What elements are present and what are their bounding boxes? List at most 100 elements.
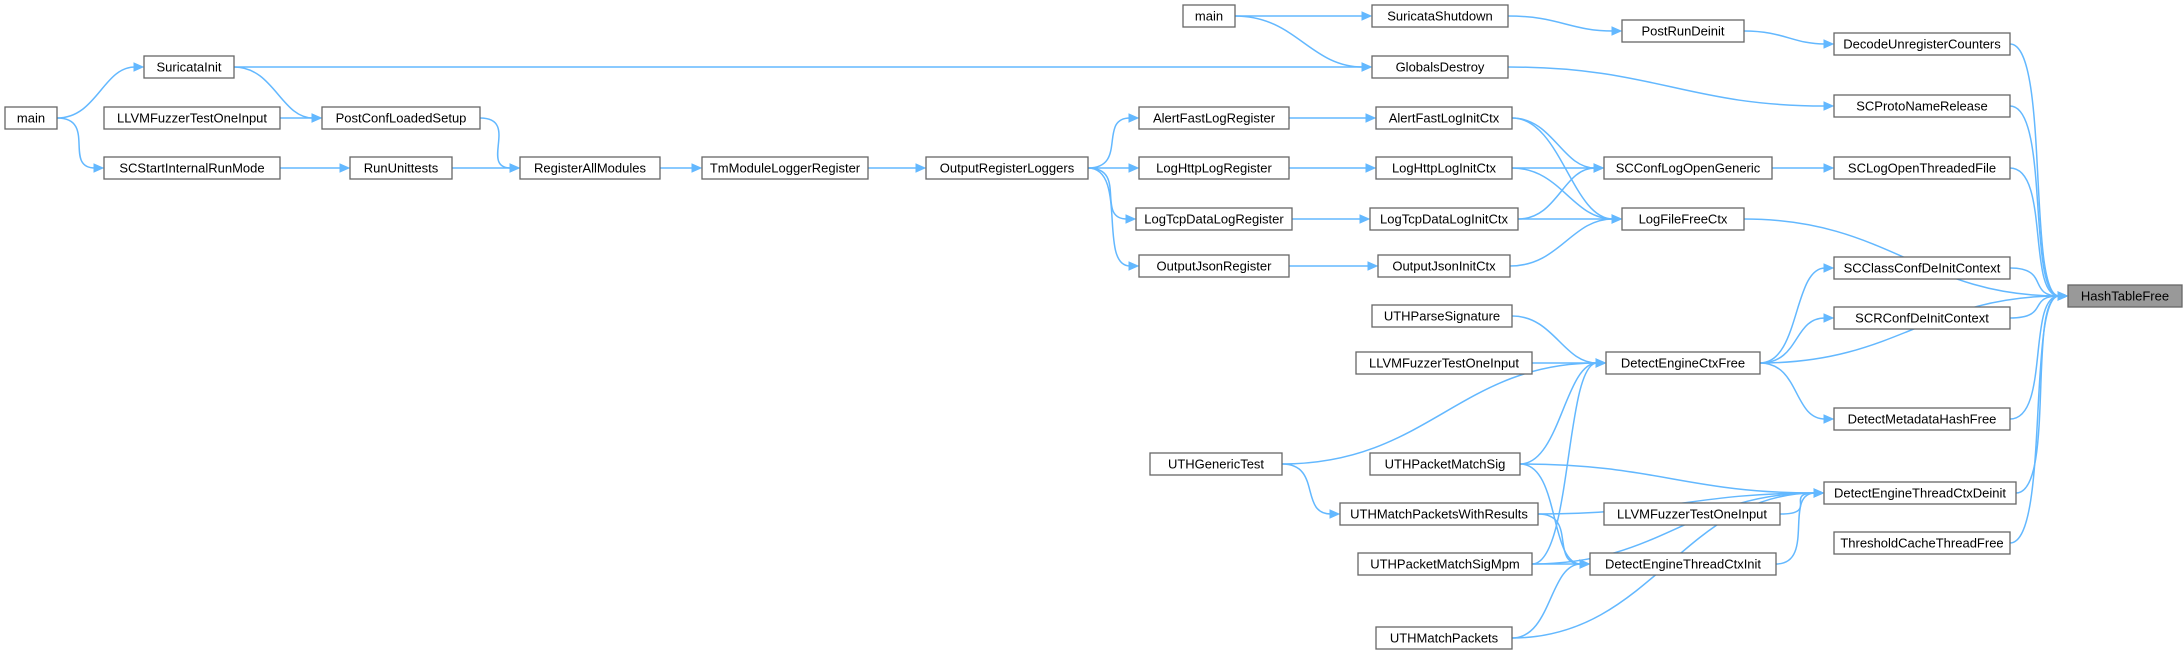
node-label: PostRunDeinit: [1641, 23, 1724, 38]
node-label: LogHttpLogInitCtx: [1392, 160, 1497, 175]
node-log-http-log-register[interactable]: LogHttpLogRegister: [1138, 156, 1290, 180]
node-box[interactable]: [1375, 626, 1513, 650]
node-box[interactable]: [1138, 254, 1290, 278]
node-box[interactable]: [349, 156, 453, 180]
node-label: UTHParseSignature: [1384, 308, 1500, 323]
node-label: LogTcpDataLogInitCtx: [1380, 211, 1508, 226]
node-run-unittests[interactable]: RunUnittests: [349, 156, 453, 180]
node-box[interactable]: [103, 156, 281, 180]
node-box[interactable]: [1182, 4, 1236, 28]
node-box[interactable]: [1369, 452, 1521, 476]
edge-log-http-log-init-ctx-to-log-file-free-ctx: [1511, 167, 1614, 220]
node-box[interactable]: [2067, 284, 2183, 308]
edge-output-register-loggers-to-alert-fast-log-register: [1087, 117, 1131, 169]
node-uthmatch-packets-with-results[interactable]: UTHMatchPacketsWithResults: [1339, 502, 1539, 526]
node-llvmfuzzer-test-one-input[interactable]: LLVMFuzzerTestOneInput: [1603, 502, 1781, 526]
node-detect-engine-thread-ctx-init[interactable]: DetectEngineThreadCtxInit: [1589, 552, 1777, 576]
node-output-json-register[interactable]: OutputJsonRegister: [1138, 254, 1290, 278]
node-box[interactable]: [1833, 256, 2011, 280]
node-llvmfuzzer-test-one-input[interactable]: LLVMFuzzerTestOneInput: [1355, 351, 1533, 375]
node-box[interactable]: [1149, 452, 1283, 476]
node-scstart-internal-run-mode[interactable]: SCStartInternalRunMode: [103, 156, 281, 180]
node-scproto-name-release[interactable]: SCProtoNameRelease: [1833, 94, 2011, 118]
node-threshold-cache-thread-free[interactable]: ThresholdCacheThreadFree: [1833, 531, 2011, 555]
node-llvmfuzzer-test-one-input[interactable]: LLVMFuzzerTestOneInput: [103, 106, 281, 130]
node-output-json-init-ctx[interactable]: OutputJsonInitCtx: [1377, 254, 1511, 278]
node-hash-table-free[interactable]: HashTableFree: [2067, 284, 2183, 308]
node-main[interactable]: main: [4, 106, 58, 130]
node-box[interactable]: [1355, 351, 1533, 375]
node-alert-fast-log-init-ctx[interactable]: AlertFastLogInitCtx: [1375, 106, 1513, 130]
node-scclass-conf-de-init-context[interactable]: SCClassConfDeInitContext: [1833, 256, 2011, 280]
edge-alert-fast-log-init-ctx-to-log-file-free-ctx: [1511, 117, 1614, 220]
edge-arrowhead: [915, 163, 927, 173]
node-box[interactable]: [1375, 156, 1513, 180]
node-label: SCConfLogOpenGeneric: [1616, 160, 1761, 175]
node-post-run-deinit[interactable]: PostRunDeinit: [1621, 19, 1745, 43]
node-register-all-modules[interactable]: RegisterAllModules: [519, 156, 661, 180]
node-box[interactable]: [1377, 254, 1511, 278]
node-globals-destroy[interactable]: GlobalsDestroy: [1371, 55, 1509, 79]
node-box[interactable]: [103, 106, 281, 130]
node-label: SuricataInit: [156, 59, 221, 74]
node-log-http-log-init-ctx[interactable]: LogHttpLogInitCtx: [1375, 156, 1513, 180]
node-label: AlertFastLogInitCtx: [1389, 110, 1500, 125]
edge-arrowhead: [1823, 414, 1835, 424]
node-box[interactable]: [321, 106, 481, 130]
node-suricata-shutdown[interactable]: SuricataShutdown: [1371, 4, 1509, 28]
node-scconf-log-open-generic[interactable]: SCConfLogOpenGeneric: [1603, 156, 1773, 180]
node-uthpacket-match-sig[interactable]: UTHPacketMatchSig: [1369, 452, 1521, 476]
node-detect-metadata-hash-free[interactable]: DetectMetadataHashFree: [1833, 407, 2011, 431]
node-box[interactable]: [1371, 304, 1513, 328]
node-box[interactable]: [519, 156, 661, 180]
node-box[interactable]: [1371, 4, 1509, 28]
node-scrconf-de-init-context[interactable]: SCRConfDeInitContext: [1833, 306, 2011, 330]
node-uthmatch-packets[interactable]: UTHMatchPackets: [1375, 626, 1513, 650]
node-box[interactable]: [1375, 106, 1513, 130]
node-box[interactable]: [1833, 531, 2011, 555]
node-box[interactable]: [1621, 207, 1745, 231]
node-box[interactable]: [1138, 156, 1290, 180]
node-output-register-loggers[interactable]: OutputRegisterLoggers: [925, 156, 1089, 180]
node-box[interactable]: [1369, 207, 1519, 231]
node-box[interactable]: [1603, 502, 1781, 526]
node-box[interactable]: [1371, 55, 1509, 79]
node-box[interactable]: [1357, 552, 1533, 576]
node-uthgeneric-test[interactable]: UTHGenericTest: [1149, 452, 1283, 476]
node-alert-fast-log-register[interactable]: AlertFastLogRegister: [1138, 106, 1290, 130]
node-detect-engine-ctx-free[interactable]: DetectEngineCtxFree: [1605, 351, 1761, 375]
node-box[interactable]: [1833, 407, 2011, 431]
node-box[interactable]: [1823, 481, 2017, 505]
node-main[interactable]: main: [1182, 4, 1236, 28]
node-sclog-open-threaded-file[interactable]: SCLogOpenThreadedFile: [1833, 156, 2011, 180]
node-box[interactable]: [1605, 351, 1761, 375]
node-box[interactable]: [1138, 106, 1290, 130]
node-uthparse-signature[interactable]: UTHParseSignature: [1371, 304, 1513, 328]
node-label: GlobalsDestroy: [1396, 59, 1485, 74]
node-box[interactable]: [1135, 207, 1293, 231]
edge-detect-engine-ctx-free-to-scrconf-de-init-context: [1759, 317, 1826, 364]
node-log-tcp-data-log-init-ctx[interactable]: LogTcpDataLogInitCtx: [1369, 207, 1519, 231]
node-box[interactable]: [1589, 552, 1777, 576]
node-box[interactable]: [1621, 19, 1745, 43]
node-box[interactable]: [1603, 156, 1773, 180]
node-post-conf-loaded-setup[interactable]: PostConfLoadedSetup: [321, 106, 481, 130]
node-box[interactable]: [1339, 502, 1539, 526]
node-box[interactable]: [925, 156, 1089, 180]
node-log-tcp-data-log-register[interactable]: LogTcpDataLogRegister: [1135, 207, 1293, 231]
node-log-file-free-ctx[interactable]: LogFileFreeCtx: [1621, 207, 1745, 231]
node-suricata-init[interactable]: SuricataInit: [143, 55, 235, 79]
node-uthpacket-match-sig-mpm[interactable]: UTHPacketMatchSigMpm: [1357, 552, 1533, 576]
node-tm-module-logger-register[interactable]: TmModuleLoggerRegister: [701, 156, 869, 180]
node-box[interactable]: [1833, 156, 2011, 180]
node-box[interactable]: [701, 156, 869, 180]
edge-uthmatch-packets-with-results-to-detect-engine-thread-ctx-init: [1537, 513, 1582, 565]
node-box[interactable]: [1833, 32, 2011, 56]
node-box[interactable]: [143, 55, 235, 79]
node-detect-engine-thread-ctx-deinit[interactable]: DetectEngineThreadCtxDeinit: [1823, 481, 2017, 505]
node-box[interactable]: [4, 106, 58, 130]
node-box[interactable]: [1833, 94, 2011, 118]
node-box[interactable]: [1833, 306, 2011, 330]
node-decode-unregister-counters[interactable]: DecodeUnregisterCounters: [1833, 32, 2011, 56]
